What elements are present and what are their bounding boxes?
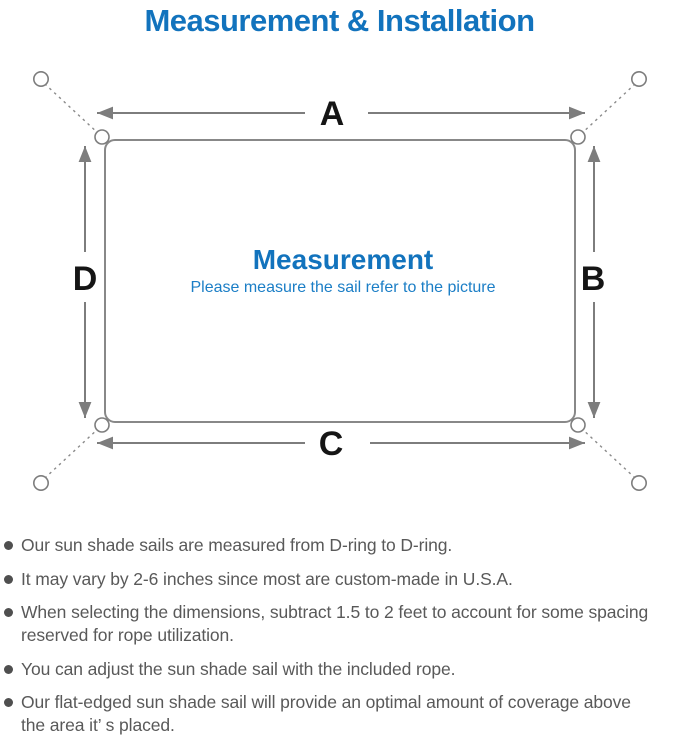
d-ring-icon — [570, 417, 586, 433]
rope-dashed-line-top-right — [580, 84, 635, 135]
dimension-label-a: A — [320, 95, 345, 133]
sail-outline — [104, 139, 576, 423]
d-ring-icon — [94, 417, 110, 433]
notes-list: Our sun shade sails are measured from D-… — [4, 534, 677, 739]
page-title: Measurement & Installation — [144, 3, 535, 38]
note-text: You can adjust the sun shade sail with t… — [21, 658, 456, 679]
measurement-diagram: A B C D Measurement Please measure the s… — [32, 71, 647, 491]
note-item: Our flat-edged sun shade sail will provi… — [4, 691, 677, 737]
note-item: Our sun shade sails are measured from D-… — [4, 534, 677, 557]
bullet-dot-icon — [4, 541, 13, 550]
anchor-point-icon — [32, 71, 49, 88]
diagram-center-title: Measurement — [253, 244, 434, 275]
diagram-center-subtitle: Please measure the sail refer to the pic… — [190, 279, 495, 296]
note-text: Our sun shade sails are measured from D-… — [21, 535, 453, 555]
note-item: When selecting the dimensions, subtract … — [4, 601, 677, 647]
anchor-point-icon — [630, 71, 647, 88]
note-text: It may vary by 2-6 inches since most are… — [21, 568, 513, 589]
anchor-point-icon — [630, 474, 647, 491]
note-item: It may vary by 2-6 inches since most are… — [4, 568, 677, 591]
bullet-dot-icon — [4, 698, 13, 707]
bullet-dot-icon — [4, 608, 13, 617]
note-item: You can adjust the sun shade sail with t… — [4, 658, 677, 681]
rope-dashed-line-bottom-right — [580, 427, 635, 478]
anchor-point-icon — [32, 474, 49, 491]
bullet-dot-icon — [4, 574, 13, 584]
rope-dashed-line-bottom-left — [45, 427, 100, 478]
note-text: When selecting the dimensions, subtract … — [21, 602, 649, 645]
rope-dashed-line-top-left — [45, 84, 100, 135]
bullet-dot-icon — [4, 664, 13, 674]
note-text: Our flat-edged sun shade sail will provi… — [21, 692, 631, 735]
dimension-label-b: B — [581, 260, 606, 298]
d-ring-icon — [570, 129, 586, 145]
d-ring-icon — [94, 129, 110, 145]
dimension-label-d: D — [73, 260, 98, 298]
dimension-label-c: C — [319, 425, 344, 463]
